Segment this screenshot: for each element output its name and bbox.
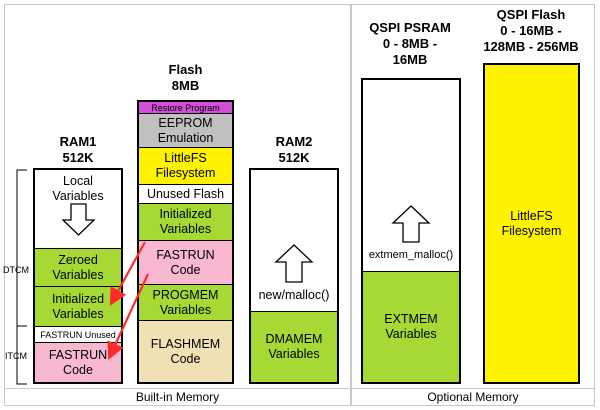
itcm-label: ITCM <box>5 351 27 361</box>
qspi-flash-littlefs-filesystem: LittleFS Filesystem <box>483 63 580 384</box>
flash-eeprom-emulation: EEPROM Emulation <box>137 113 234 148</box>
heap-up-arrow-icon <box>274 244 314 283</box>
flash-title: Flash 8MB <box>137 62 234 94</box>
fastrun-copy-arrow <box>107 273 149 360</box>
ram1-title: RAM1 512K <box>33 134 123 166</box>
footer-divider <box>4 388 595 389</box>
psram-extmem-variables: EXTMEM Variables <box>361 271 461 384</box>
dtcm-bracket <box>16 169 27 327</box>
ram1-local-variables: Local Variables <box>33 168 123 249</box>
ram1-size: 512K <box>62 150 94 165</box>
flash-littlefs-filesystem: LittleFS Filesystem <box>137 147 234 185</box>
itcm-bracket <box>16 325 27 385</box>
initialized-copy-arrow <box>109 241 146 306</box>
builtin-memory-label: Built-in Memory <box>135 390 220 404</box>
psram-extmem-malloc-label: extmem_malloc() <box>368 249 454 261</box>
ram2-name: RAM2 <box>275 134 313 149</box>
flash-fastrun-code: FASTRUN Code <box>137 240 234 285</box>
optional-memory-frame <box>351 4 595 406</box>
ram1-name: RAM1 <box>59 134 97 149</box>
ram1-initialized-variables: Initialized Variables <box>33 286 123 327</box>
dtcm-label: DTCM <box>3 265 29 275</box>
flash-initialized-variables: Initialized Variables <box>137 203 234 241</box>
stack-down-arrow-icon <box>61 203 96 236</box>
ram2-dmamem-variables: DMAMEM Variables <box>249 311 339 384</box>
psram-up-arrow-icon <box>391 205 431 243</box>
qspi-flash-title: QSPI Flash 0 - 16MB - 128MB - 256MB <box>483 7 579 54</box>
optional-memory-label: Optional Memory <box>427 390 519 404</box>
flash-name: Flash <box>168 62 203 77</box>
ram2-malloc-label: new/malloc() <box>258 288 330 302</box>
flash-progmem-variables: PROGMEM Variables <box>137 284 234 321</box>
flash-flashmem-code: FLASHMEM Code <box>137 320 234 384</box>
ram2-title: RAM2 512K <box>249 134 339 166</box>
flash-size: 8MB <box>171 78 200 93</box>
psram-title: QSPI PSRAM 0 - 8MB - 16MB <box>369 20 451 67</box>
ram2-size: 512K <box>278 150 310 165</box>
builtin-memory-frame <box>4 4 351 406</box>
